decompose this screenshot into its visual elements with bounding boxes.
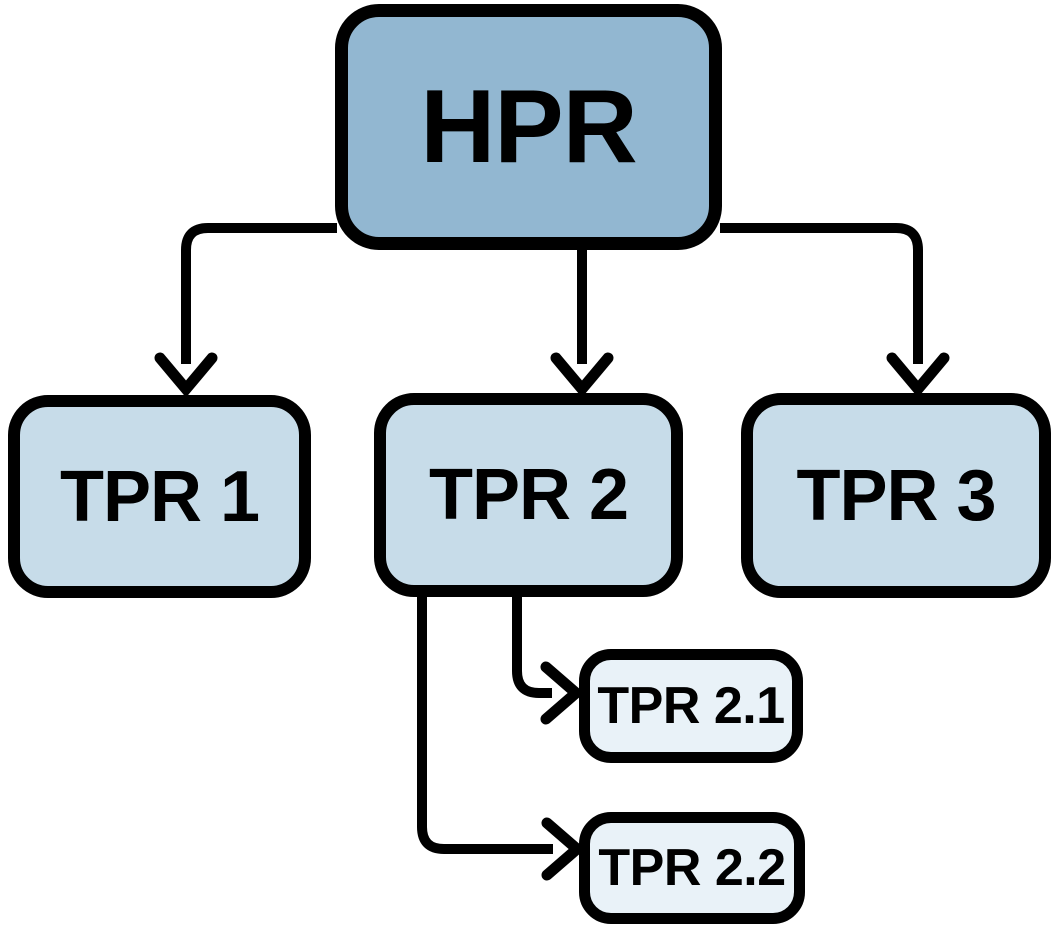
node-tpr22: TPR 2.2 xyxy=(579,812,805,924)
edge-hpr-tpr3 xyxy=(720,223,923,364)
node-tpr21-label: TPR 2.1 xyxy=(597,677,785,735)
arrowhead-down-tpr1 xyxy=(154,352,218,398)
edge-tpr2-tpr22 xyxy=(417,594,553,854)
edge-tpr2-tpr21 xyxy=(512,594,552,698)
node-tpr3: TPR 3 xyxy=(741,393,1051,598)
arrowhead-right-tpr22 xyxy=(541,817,586,881)
edge-hpr-tpr1 xyxy=(181,223,337,364)
arrowhead-down-tpr2 xyxy=(550,352,614,398)
node-tpr1: TPR 1 xyxy=(8,395,311,598)
node-tpr2-label: TPR 2 xyxy=(428,455,629,535)
arrowhead-right-tpr21 xyxy=(540,661,585,725)
node-tpr2: TPR 2 xyxy=(374,393,683,597)
node-tpr1-label: TPR 1 xyxy=(59,456,260,537)
node-hpr: HPR xyxy=(335,4,722,250)
node-tpr22-label: TPR 2.2 xyxy=(598,839,786,897)
node-tpr3-label: TPR 3 xyxy=(796,455,996,536)
node-hpr-label: HPR xyxy=(420,68,638,185)
arrowhead-down-tpr3 xyxy=(886,352,950,398)
node-tpr21: TPR 2.1 xyxy=(579,649,803,763)
